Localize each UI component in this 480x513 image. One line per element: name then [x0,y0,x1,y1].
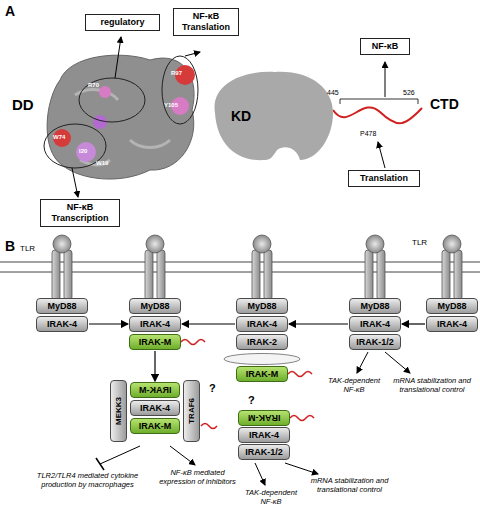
node-text: IRAK-M [248,412,281,424]
node-text: MyD88 [360,300,389,312]
node-text: MyD88 [247,300,276,312]
node-text: NF-κB [372,41,399,52]
panel-label: B [5,238,15,254]
outcome-note: TAK-dependent NF-κB [240,489,302,506]
node-text: Translation [360,173,408,184]
callout-label: Y105 [164,102,178,109]
callout-label: W74 [53,134,65,141]
outcome-note: mRNA stabilization and translational con… [388,377,476,394]
node-text: IRAK-4 [437,318,467,330]
kinase-domain: KD [205,68,335,164]
node-text: IRAK-4 [249,429,279,441]
callout-label: P478 [360,130,376,138]
node-text: IRAK-4 [247,318,277,330]
protein-box: IRAK-4 [130,400,180,416]
irak-m-box: IRAK-M [236,366,288,382]
node-text: IRAK-4 [47,318,77,330]
callout-label: R70 [88,82,99,89]
irak-m-box: IRAK-M [129,334,181,350]
protein-box: IRAK-4 [349,316,401,332]
protein-box: MyD88 [426,298,478,314]
node-text: IRAK-1/2 [356,336,394,348]
node-text: IRAK-4 [140,402,170,414]
kinase-shape [205,68,335,164]
panel-label: CTD [430,96,459,112]
callout-label: 445 [327,89,339,97]
node-text: MyD88 [437,300,466,312]
protein-box: MyD88 [36,298,88,314]
node-text: regulatory [100,17,144,28]
outcome-note: mRNA stabilization and translational con… [302,477,397,494]
arrow-connector [289,323,348,324]
protein-box: MyD88 [129,298,181,314]
panel-label: ? [209,382,216,395]
callout-label: W19 [96,160,108,167]
callout-box: NF-κB Transcription [40,199,120,227]
panel-label: ? [248,394,255,407]
arrow-connector [154,351,155,381]
node-text: IRAK-2 [247,336,277,348]
protein-box: IRAK-1/2 [238,444,290,460]
callout-label: TLR [20,244,35,253]
outcome-note: TLR2/TLR4 mediated cytokine production b… [30,472,145,489]
protein-box: IRAK-2 [236,334,288,350]
node-text: MEKK3 [114,397,123,425]
callout-box: Translation [348,170,420,187]
protein-box: IRAK-4 [236,316,288,332]
node-text: IRAK-M [139,384,172,396]
protein-box: IRAK-4 [36,316,88,332]
node-text: IRAK-4 [140,318,170,330]
callout-label: 526 [403,89,415,97]
callout-box: regulatory [85,14,160,31]
protein-box: MyD88 [349,298,401,314]
protein-box: TRAF6 [183,380,200,442]
node-text: IRAK-M [139,420,172,432]
protein-box: MEKK3 [110,380,127,442]
irak-m-box: IRAK-M [238,410,290,426]
outcome-note: NF-κB mediated expression of inhibitors [155,469,240,486]
node-text: KD [231,108,251,124]
protein-box: IRAK-4 [426,316,478,332]
protein-box: IRAK-4 [129,316,181,332]
outcome-note: TAK-dependent NF-κB [322,377,386,394]
protein-box: IRAK-1/2 [349,334,401,350]
protein-box: IRAK-4 [238,427,290,443]
irak-m-box: IRAK-M [130,418,180,434]
protein-box: MyD88 [236,298,288,314]
panel-label: A [5,3,15,19]
node-text: IRAK-4 [360,318,390,330]
callout-label: TLR [412,238,427,247]
callout-box: NF-κB Translation [173,8,239,36]
node-text: NF-κB Transcription [44,202,116,224]
callout-box: NF-κB [360,38,410,55]
callout-label: R97 [171,70,182,77]
node-text: TRAF6 [187,398,196,424]
node-text: MyD88 [140,300,169,312]
node-text: NF-κB Translation [177,11,235,33]
irak-m-box: IRAK-M [130,382,180,398]
node-text: IRAK-1/2 [245,446,283,458]
node-text: IRAK-M [246,368,279,380]
node-text: IRAK-M [139,336,172,348]
panel-label: DD [12,96,34,113]
callout-label: I20 [79,148,87,155]
node-text: MyD88 [47,300,76,312]
arrow-connector [182,323,235,324]
arrow-connector [402,323,425,324]
arrow-connector [89,323,128,324]
